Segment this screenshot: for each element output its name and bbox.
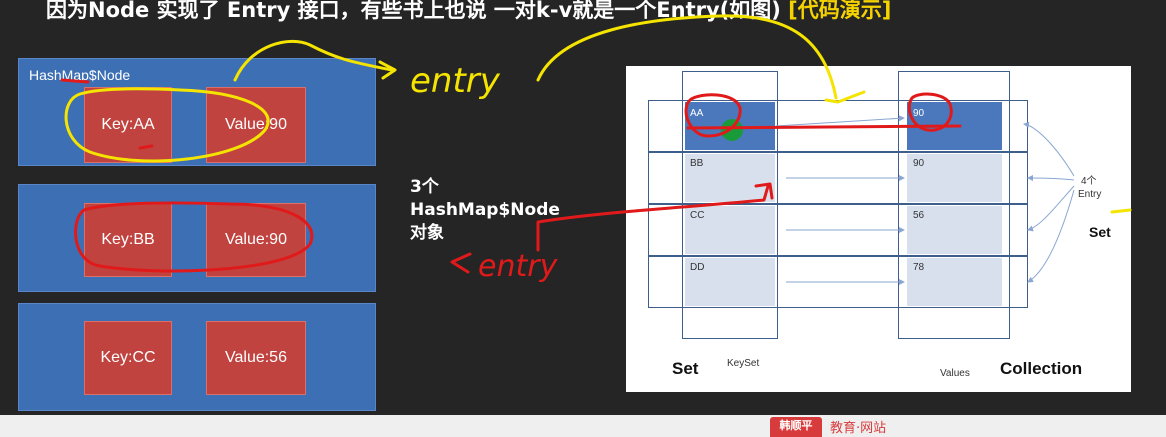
pointer-dot — [721, 119, 743, 141]
key-box-2 — [685, 154, 775, 202]
blackboard: 因为Node 实现了 Entry 接口，有些书上也说 一对k-v就是一个Entr… — [18, 0, 1132, 411]
entry-count-label: 4个 — [1081, 176, 1097, 187]
node-type-label: HashMap$Node — [29, 67, 131, 83]
value-box-4 — [907, 258, 1002, 306]
note-line-2: HashMap$Node — [410, 200, 560, 220]
red-underline-label — [60, 78, 90, 84]
title-highlight: [代码演示] — [788, 0, 892, 22]
title-main: 因为Node 实现了 Entry 接口，有些书上也说 一对k-v就是一个Entr… — [46, 0, 781, 22]
value-text-2: 90 — [913, 158, 925, 169]
value-box-2 — [907, 154, 1002, 202]
yellow-circle-aa — [64, 87, 270, 163]
key-text-3: CC — [690, 210, 705, 221]
red-pointer-line — [536, 184, 770, 252]
note-line-1: 3个 — [410, 177, 439, 197]
value-text-3: 56 — [913, 210, 925, 221]
key-text-1: AA — [690, 108, 704, 119]
collection-label: Collection — [1000, 359, 1083, 378]
red-entry-line — [686, 124, 962, 130]
key-box-3 — [685, 206, 775, 254]
value-text-4: 78 — [913, 262, 925, 273]
key-cell-cc: Key:CC — [84, 321, 172, 395]
arrow-aa — [775, 115, 905, 127]
yellow-tick — [824, 90, 866, 104]
red-circle-value — [907, 92, 953, 132]
yellow-dash — [1110, 208, 1132, 214]
red-circle-bb — [74, 201, 314, 273]
value-box-3 — [907, 206, 1002, 254]
entry-brace-1 — [1023, 121, 1075, 177]
ink-annotations: entry entry — [60, 14, 1132, 284]
note-line-3: 对象 — [410, 223, 444, 243]
video-footer: 韩顺平 教育·网站 — [0, 415, 1166, 437]
set-label: Set — [672, 359, 699, 378]
red-circle-key — [684, 93, 742, 138]
entry-brace-3 — [1027, 185, 1075, 232]
brand-caption: 教育·网站 — [830, 421, 887, 436]
key-text-4: DD — [690, 262, 705, 273]
slide-title: 因为Node 实现了 Entry 接口，有些书上也说 一对k-v就是一个Entr… — [46, 0, 891, 24]
red-underline-aa — [138, 144, 154, 150]
entry-word-label: Entry — [1078, 189, 1102, 200]
entryset-set-label: Set — [1089, 224, 1111, 240]
brand-logo: 韩顺平 — [770, 417, 822, 437]
hashmap-node-3: Key:CC Value:56 — [18, 303, 376, 411]
values-label: Values — [940, 368, 970, 379]
entry-brace-2 — [1027, 175, 1075, 182]
yellow-arrowhead — [378, 60, 397, 80]
red-arrowhead-entry — [450, 252, 472, 274]
key-text-2: BB — [690, 158, 704, 169]
red-arrowhead-panel — [754, 182, 774, 200]
entry-word-yellow: entry — [410, 61, 501, 101]
values-column — [898, 71, 1010, 339]
value-text-1: 90 — [913, 108, 925, 119]
value-cell-cc: Value:56 — [206, 321, 306, 395]
keyset-label: KeySet — [727, 358, 760, 369]
yellow-link-right — [536, 14, 838, 100]
value-cell-aa: Value:90 — [206, 87, 306, 163]
yellow-link-left — [233, 39, 394, 82]
key-box-4 — [685, 258, 775, 306]
entry-word-red: entry — [478, 249, 559, 284]
node-count-note: 3个 HashMap$Node 对象 — [410, 176, 560, 245]
keyset-column — [682, 71, 778, 339]
entry-brace-4 — [1027, 189, 1075, 283]
panel-arrows — [721, 115, 1075, 285]
